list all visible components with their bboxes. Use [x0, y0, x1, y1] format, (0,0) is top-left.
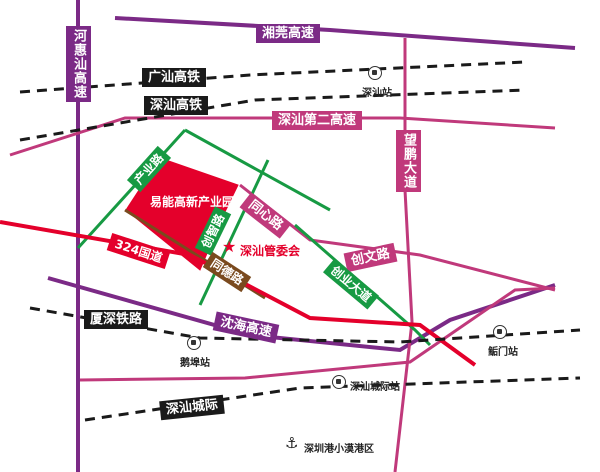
- shenshan-intercity-line: [84, 376, 581, 422]
- bianmen-station-label: 鲘门站: [488, 347, 518, 358]
- xianglong-expressway-line: [114, 16, 576, 50]
- wangpeng-avenue-label: 望鹏大道: [396, 130, 421, 192]
- shenhai-expressway-line: [47, 276, 556, 353]
- wangpeng-avenue-line: [393, 38, 414, 472]
- anchor-icon: ⚓: [285, 434, 299, 452]
- south-pink-road-line: [79, 286, 556, 382]
- shenshan-second-expressway-line: [9, 116, 556, 157]
- ebu-station-icon: [187, 336, 201, 350]
- xiashen-railway-label: 厦深铁路: [84, 310, 149, 329]
- xiaomo-port-label: 深圳港小漠港区: [304, 444, 374, 455]
- shenshan-station-icon: [368, 66, 382, 80]
- intercity-station-icon: [332, 375, 346, 389]
- hq-name: 深汕管委会: [240, 244, 301, 258]
- guangshan-hsr-label: 广汕高铁: [142, 68, 207, 87]
- park-top-road-line: [184, 128, 331, 212]
- bianmen-station-icon: [493, 325, 507, 339]
- xianglong-expressway-label: 湘莞高速: [256, 24, 321, 43]
- hq-star-icon: ★: [222, 237, 237, 256]
- shenshan-second-expressway-label: 深汕第二高速: [272, 111, 363, 130]
- industrial-park-name: 易能高新产业园: [150, 195, 235, 209]
- shenshan-hsr-label: 深汕高铁: [144, 96, 209, 115]
- ebu-station-label: 鹅埠站: [180, 358, 210, 369]
- chuangzhi-road-line: [198, 159, 270, 306]
- guangshan-hsr-line: [19, 60, 526, 94]
- national-road-324-line: [0, 220, 477, 367]
- shenshan-station-label: 深汕站: [362, 88, 392, 99]
- tongxin-road-line: [239, 183, 556, 292]
- hehuishan-expressway-label: 河惠汕高速: [66, 26, 91, 102]
- industrial-road-line: [76, 128, 187, 250]
- shenshan-hsr-line: [19, 88, 526, 142]
- intercity-station-label: 深汕城际站: [350, 382, 400, 393]
